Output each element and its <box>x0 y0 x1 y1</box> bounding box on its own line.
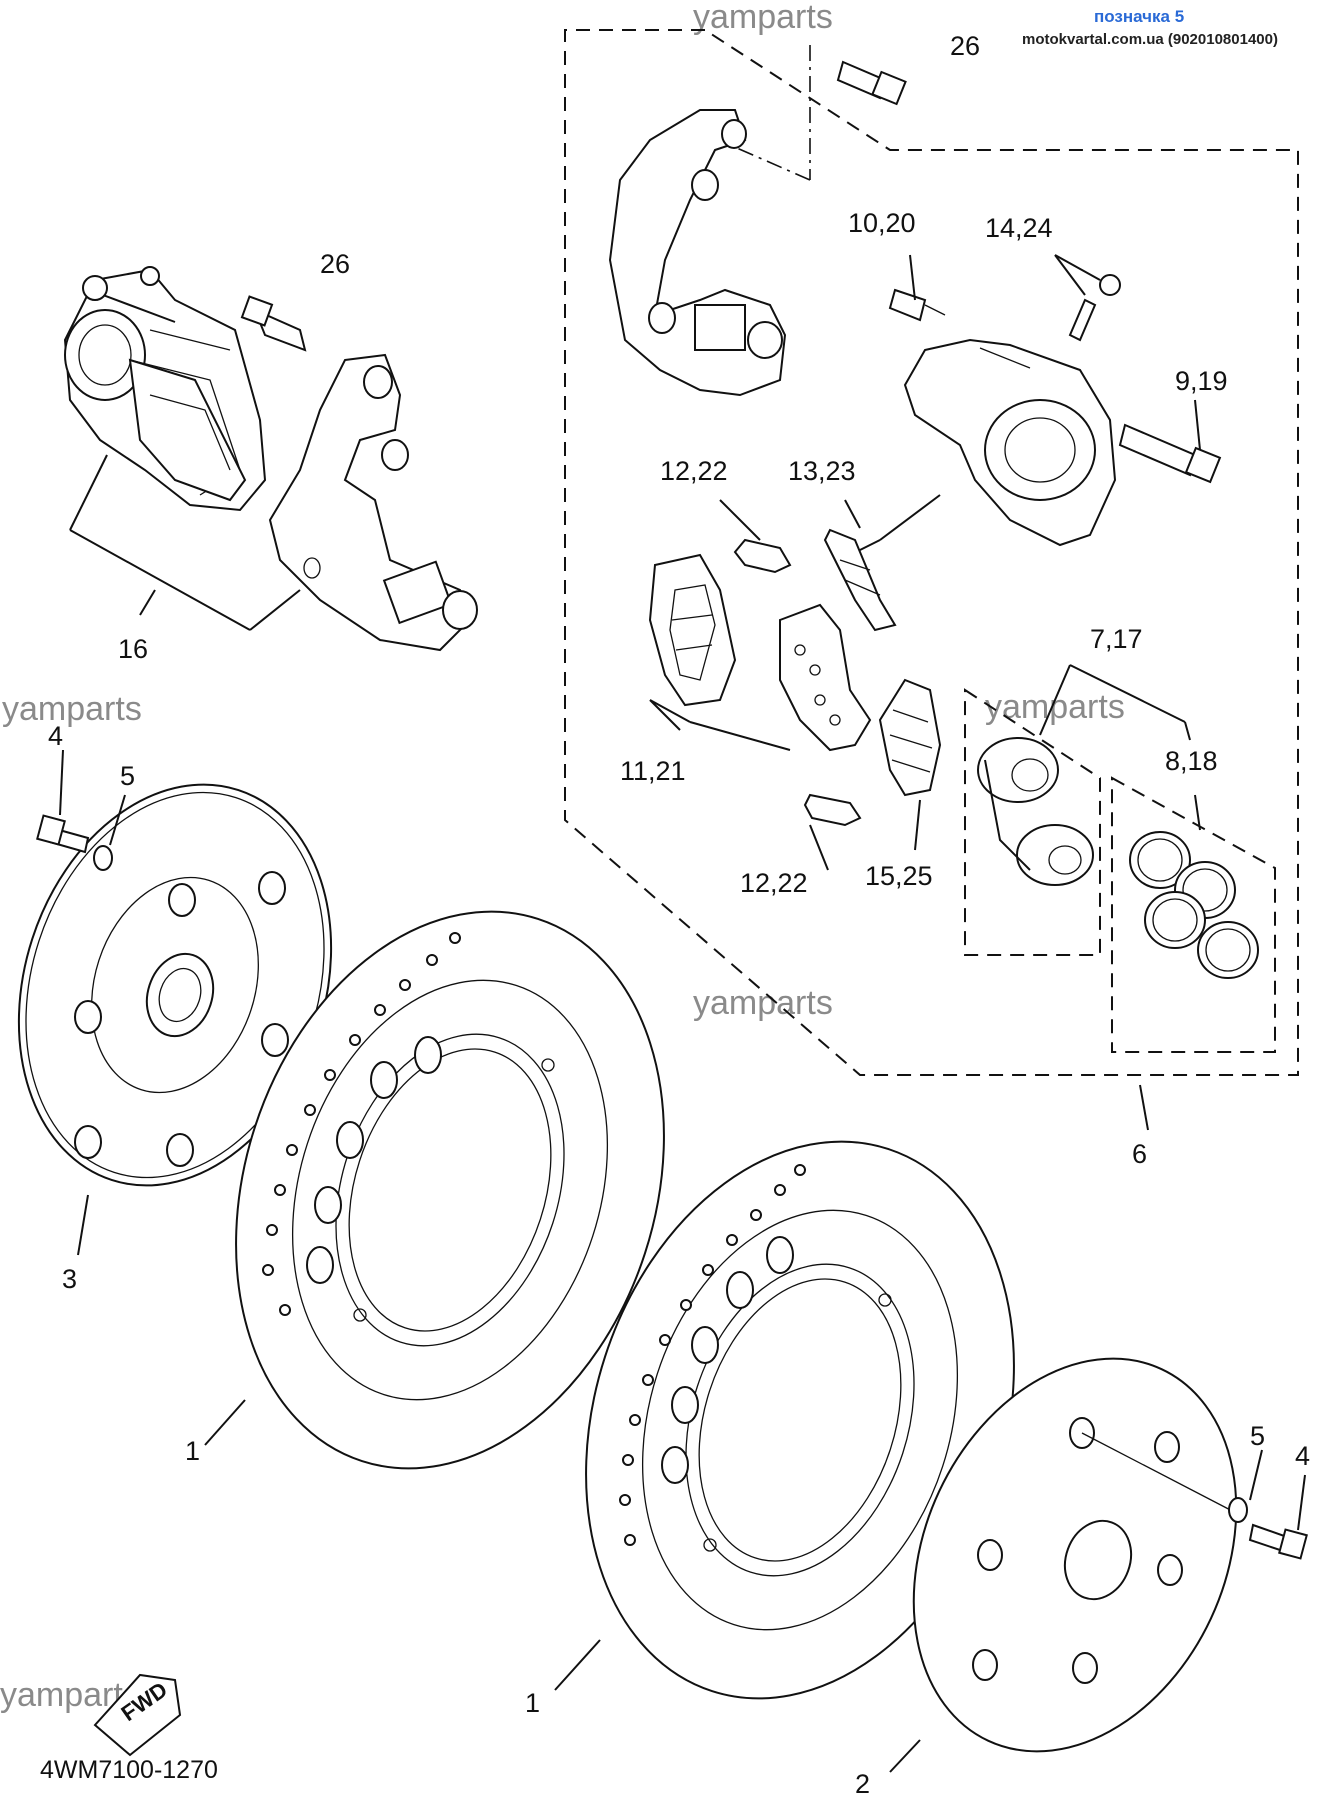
callout-11-21: 11,21 <box>620 756 686 786</box>
callout-2: 2 <box>855 1769 870 1799</box>
callout-12-22-bottom: 12,22 <box>740 868 808 898</box>
hub-plate-right <box>889 1357 1308 1773</box>
pistons <box>977 737 1094 886</box>
right-caliper-assembly <box>608 45 1259 1131</box>
callout-26: 26 <box>320 249 350 279</box>
callout-12-22-top: 12,22 <box>660 456 728 486</box>
watermark: yamparts <box>2 690 142 728</box>
callout-6: 6 <box>1132 1139 1147 1169</box>
callout-15-25: 15,25 <box>865 861 933 891</box>
seals <box>1129 831 1259 979</box>
watermark: yamparts <box>693 0 833 36</box>
diagram-code: 4WM7100-1270 <box>40 1756 218 1784</box>
callout-13-23: 13,23 <box>788 456 856 486</box>
bolt-26-left <box>240 295 307 352</box>
callout-9-19: 9,19 <box>1175 366 1228 396</box>
callout-5: 5 <box>120 761 135 791</box>
callout-1: 1 <box>185 1436 200 1466</box>
callout-26: 26 <box>950 31 980 61</box>
hub-plate-left <box>17 749 333 1256</box>
callout-10-20: 10,20 <box>848 208 916 238</box>
bolt-26-top <box>836 60 907 106</box>
callout-3: 3 <box>62 1264 77 1294</box>
header-title: позначка 5 <box>1094 7 1184 26</box>
callout-4: 4 <box>1295 1441 1310 1471</box>
header-source: motokvartal.com.ua (902010801400) <box>1022 31 1278 48</box>
callout-14-24: 14,24 <box>985 213 1053 243</box>
callout-1: 1 <box>525 1688 540 1718</box>
caliper-assembly-boundary <box>564 29 1299 1076</box>
brake-disc-left <box>204 910 665 1470</box>
left-caliper-assembly <box>63 266 478 652</box>
callout-4: 4 <box>48 721 63 751</box>
callout-8-18: 8,18 <box>1165 746 1218 776</box>
callout-5: 5 <box>1250 1421 1265 1451</box>
watermark: yamparts <box>693 984 833 1022</box>
callout-7-17: 7,17 <box>1090 624 1143 654</box>
pad-pin <box>1118 423 1222 484</box>
cap-and-screw <box>1068 274 1121 342</box>
bleeder-screw <box>888 288 946 322</box>
callout-16: 16 <box>118 634 148 664</box>
watermark: yamparts <box>985 688 1125 726</box>
